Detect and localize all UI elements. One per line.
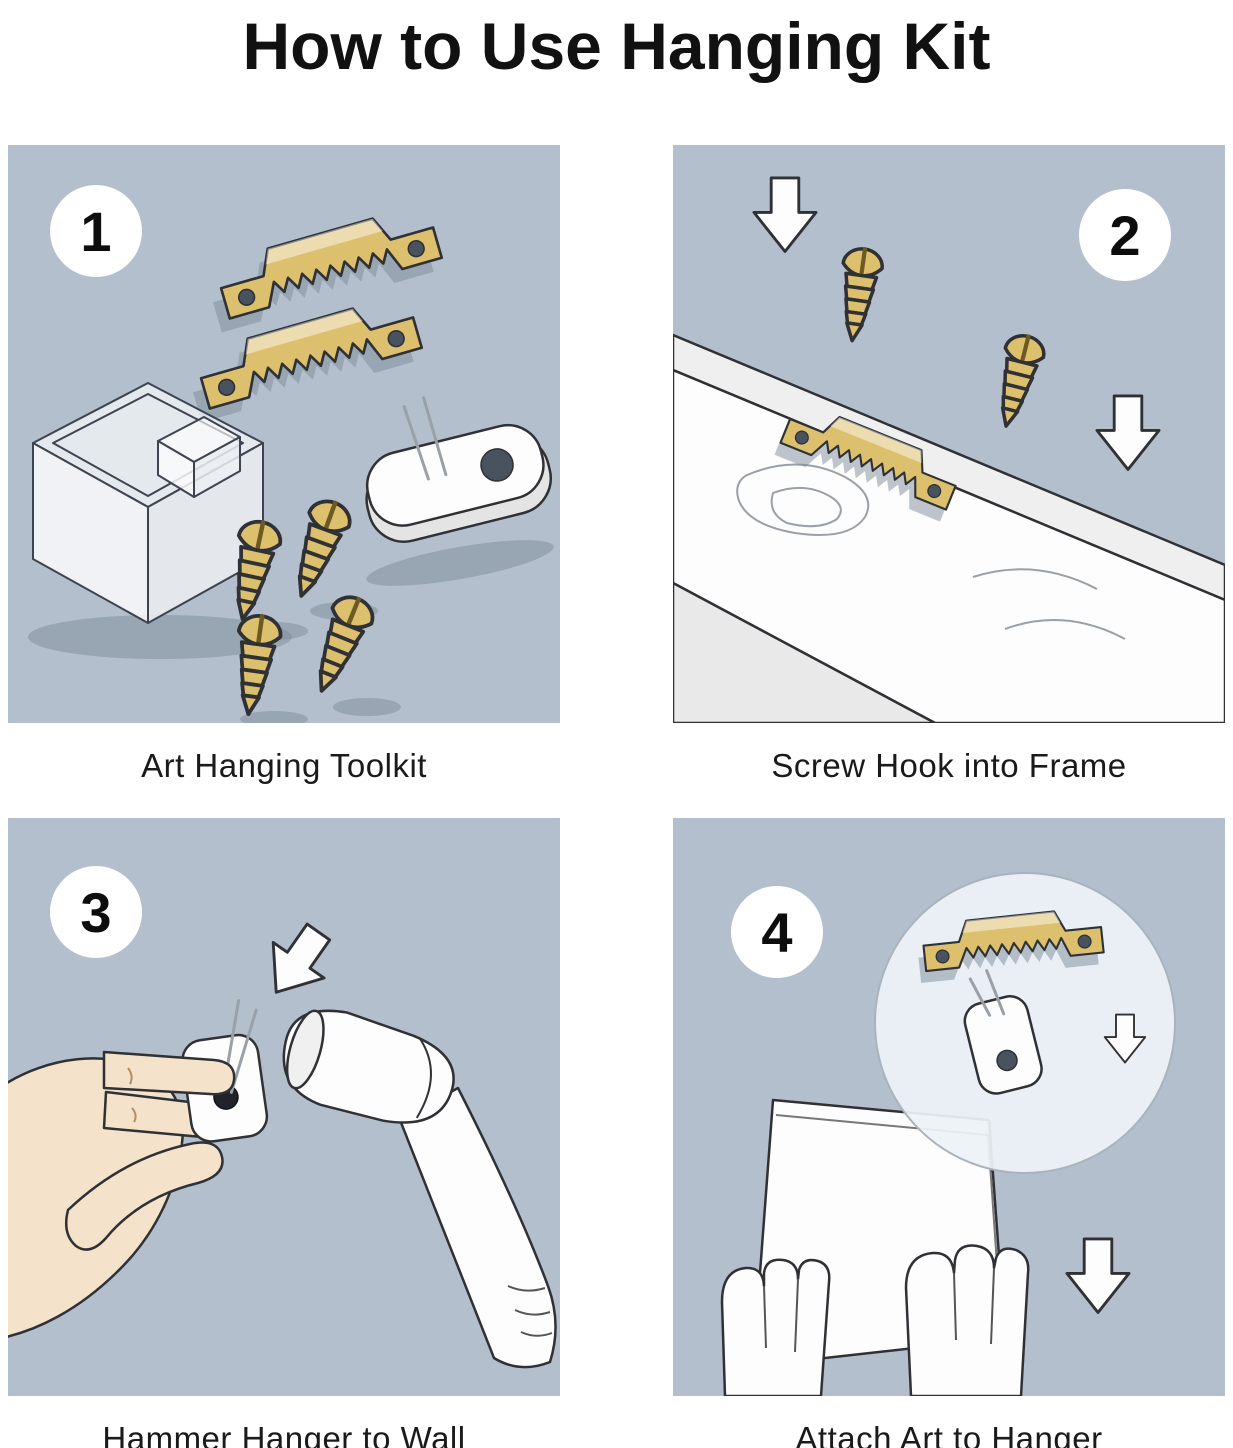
page-title: How to Use Hanging Kit bbox=[242, 9, 991, 83]
wall-hook-illustration bbox=[963, 969, 1043, 1095]
step-4-caption: Attach Art to Hanger bbox=[795, 1420, 1103, 1448]
step-1-panel: 1 bbox=[8, 145, 560, 723]
frame-board-illustration bbox=[673, 333, 1225, 723]
step-4-panel: 4 bbox=[673, 818, 1225, 1396]
attach-illustration bbox=[720, 872, 1176, 1396]
step-2-number: 2 bbox=[1109, 203, 1141, 267]
step-3-caption: Hammer Hanger to Wall bbox=[102, 1420, 466, 1448]
toolkit-illustration bbox=[28, 145, 554, 723]
down-arrow-icon bbox=[249, 912, 346, 1012]
down-arrow-icon bbox=[752, 176, 818, 253]
step-4-number-badge: 4 bbox=[731, 886, 823, 978]
step-4: 4 Attach Art to Hanger bbox=[673, 818, 1225, 1448]
step-3-panel: 3 bbox=[8, 818, 560, 1396]
step-2: 2 Screw Hook into Frame bbox=[673, 145, 1225, 818]
step-2-number-badge: 2 bbox=[1079, 189, 1171, 281]
step-1-number: 1 bbox=[80, 199, 112, 263]
screw-illustration bbox=[833, 246, 885, 343]
step-1-number-badge: 1 bbox=[50, 185, 142, 277]
wall-hook-illustration bbox=[365, 396, 552, 543]
step-3-number-badge: 3 bbox=[50, 866, 142, 958]
steps-grid: 1 Art Hanging Toolkit bbox=[0, 145, 1233, 1448]
frame-illustration bbox=[673, 176, 1225, 723]
magnifier-circle-illustration bbox=[874, 872, 1176, 1174]
hammer-illustration bbox=[8, 912, 557, 1369]
step-2-panel: 2 bbox=[673, 145, 1225, 723]
step-2-caption: Screw Hook into Frame bbox=[771, 747, 1127, 784]
left-hand-illustration bbox=[720, 1258, 831, 1396]
screw-illustration bbox=[282, 496, 355, 603]
step-4-number: 4 bbox=[761, 900, 793, 964]
step-1: 1 Art Hanging Toolkit bbox=[8, 145, 560, 818]
step-1-caption: Art Hanging Toolkit bbox=[141, 747, 427, 784]
sawtooth-hanger-illustration bbox=[214, 203, 442, 318]
hammer-illustration-group bbox=[282, 1009, 557, 1369]
storage-case-illustration bbox=[32, 382, 264, 624]
down-arrow-icon bbox=[1065, 1237, 1131, 1314]
step-3-number: 3 bbox=[80, 880, 112, 944]
hand-holding-hanger-illustration bbox=[8, 998, 269, 1338]
screw-illustration bbox=[987, 332, 1047, 431]
step-3: 3 Hammer Hanger to Wall bbox=[8, 818, 560, 1448]
right-hand-illustration bbox=[904, 1244, 1030, 1396]
down-arrow-icon bbox=[1095, 394, 1161, 471]
